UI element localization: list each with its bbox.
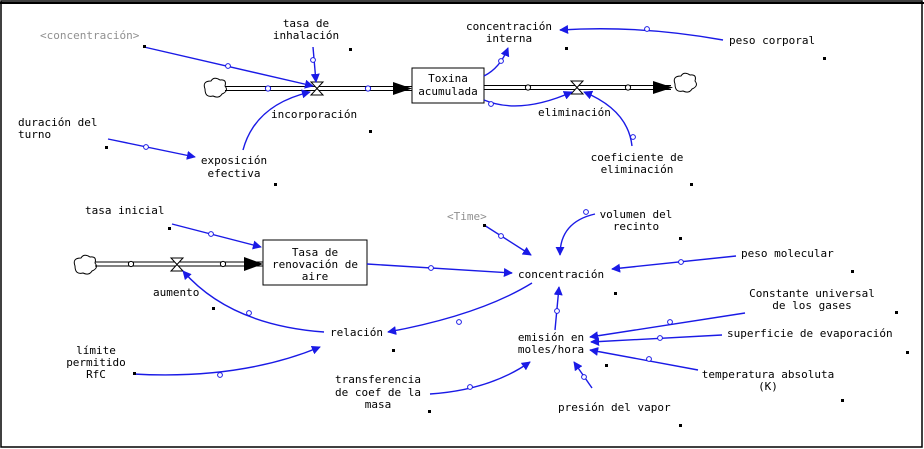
link-constante-to-emision	[589, 312, 746, 341]
label-transferencia-line1[interactable]: transferencia	[335, 373, 421, 386]
link-coeficiente-to-eliminacion	[583, 90, 633, 147]
label-incorporacion[interactable]: incorporación	[271, 108, 357, 121]
stock-tasa-line3: aire	[302, 270, 329, 283]
label-coeficiente-line1[interactable]: coeficiente de	[591, 151, 684, 164]
link-toxina-to-eliminacion	[483, 91, 573, 107]
variable-labels: <concentración> tasa de inhalación conce…	[18, 17, 893, 414]
stock-tasa-renovacion-aire[interactable]: Tasa de renovación de aire	[262, 239, 368, 286]
label-transferencia-line2[interactable]: de coef de la	[335, 386, 421, 399]
label-concentracion-interna-line1[interactable]: concentración	[466, 20, 552, 33]
label-transferencia-line3[interactable]: masa	[365, 398, 392, 411]
label-tasa-inhalacion-line1[interactable]: tasa de	[283, 17, 329, 30]
label-concentracion[interactable]: concentración	[518, 268, 604, 281]
link-transferencia-to-emision	[429, 361, 531, 395]
label-duracion-turno-line2[interactable]: turno	[18, 128, 51, 141]
label-presion-vapor[interactable]: presión del vapor	[558, 401, 671, 414]
incorporacion-pipe	[203, 77, 412, 98]
label-duracion-turno-line1[interactable]: duración del	[18, 116, 97, 129]
label-aumento[interactable]: aumento	[153, 286, 199, 299]
stock-tasa-line1: Tasa de	[292, 246, 338, 259]
label-eliminacion[interactable]: eliminación	[538, 106, 611, 119]
link-concentracion-to-relacion	[387, 282, 533, 335]
link-stock-tasa-to-concentracion	[366, 263, 513, 277]
link-superficie-to-emision	[590, 334, 723, 347]
valve-aumento-icon	[169, 257, 185, 272]
link-peso-corporal-to-concentracion-interna	[559, 25, 724, 41]
label-exposicion-line1[interactable]: exposición	[201, 154, 267, 167]
label-tasa-inicial[interactable]: tasa inicial	[85, 204, 164, 217]
variable-dots	[105, 45, 909, 427]
label-emision-line1[interactable]: emisión en	[518, 331, 584, 344]
label-relacion[interactable]: relación	[330, 326, 383, 339]
label-peso-corporal[interactable]: peso corporal	[729, 34, 815, 47]
label-limite-line1[interactable]: límite	[76, 344, 116, 357]
label-volumen-line1[interactable]: volumen del	[600, 208, 673, 221]
valve-eliminacion-icon	[569, 80, 585, 95]
valve-incorporacion-icon	[309, 81, 325, 96]
label-tasa-inhalacion-line2[interactable]: inhalación	[273, 29, 339, 42]
link-limite-to-relacion	[132, 345, 321, 376]
label-concentracion-interna-line2[interactable]: interna	[486, 32, 532, 45]
label-coeficiente-line2[interactable]: eliminación	[601, 163, 674, 176]
link-tasa-inhalacion-to-incorporacion	[310, 46, 320, 83]
label-concentracion-ghost[interactable]: <concentración>	[40, 29, 140, 42]
link-temperatura-to-emision	[589, 347, 699, 371]
label-peso-molecular[interactable]: peso molecular	[741, 247, 834, 260]
link-volumen-to-concentracion	[555, 213, 596, 256]
stock-tasa-line2: renovación de	[272, 258, 358, 271]
label-temperatura-line1[interactable]: temperatura absoluta	[702, 368, 834, 381]
link-tasa-inicial-to-stock	[171, 223, 262, 250]
causal-links	[107, 25, 746, 395]
stock-toxina-line1: Toxina	[428, 72, 468, 85]
label-exposicion-line2[interactable]: efectiva	[208, 167, 261, 180]
link-time-to-concentracion	[483, 224, 532, 256]
stock-toxina-acumulada[interactable]: Toxina acumulada	[411, 67, 485, 104]
label-constante-line1[interactable]: Constante universal	[749, 287, 875, 300]
link-relacion-to-aumento	[182, 270, 325, 333]
eliminacion-pipe	[484, 72, 697, 95]
aumento-pipe	[73, 254, 263, 275]
link-exposicion-to-incorporacion	[242, 89, 311, 151]
link-duracion-to-exposicion	[107, 138, 196, 160]
label-limite-line3[interactable]: RfC	[86, 368, 106, 381]
label-volumen-line2[interactable]: recinto	[613, 220, 659, 233]
label-limite-line2[interactable]: permitido	[66, 356, 126, 369]
stock-toxina-line2: acumulada	[418, 85, 478, 98]
label-time-ghost[interactable]: <Time>	[447, 210, 487, 223]
label-temperatura-line2[interactable]: (K)	[758, 380, 778, 393]
label-constante-line2[interactable]: de los gases	[772, 299, 851, 312]
label-superficie[interactable]: superficie de evaporación	[727, 327, 893, 340]
link-peso-molecular-to-concentracion	[611, 255, 737, 273]
label-emision-line2[interactable]: moles/hora	[518, 343, 584, 356]
link-toxina-to-concentracion-interna	[483, 47, 510, 77]
